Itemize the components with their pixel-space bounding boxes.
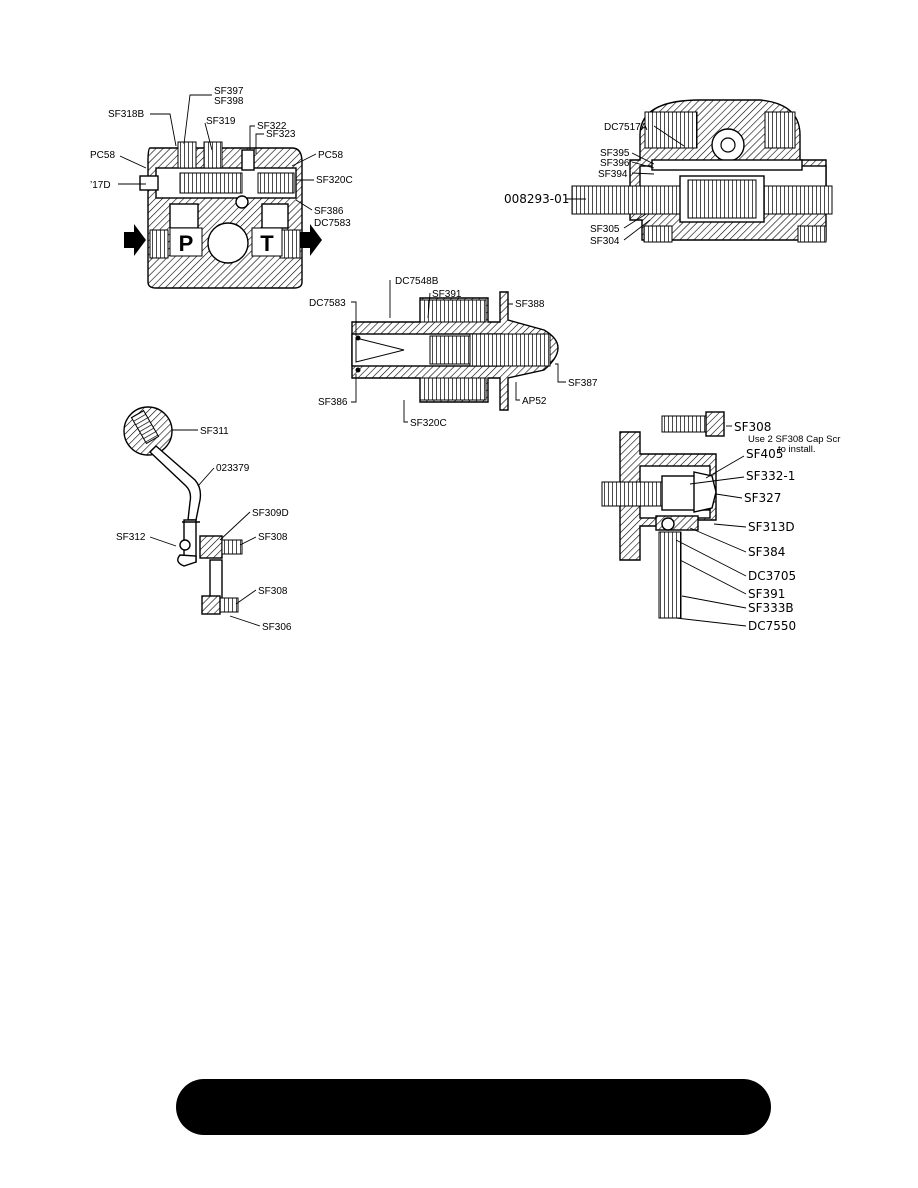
detent-drawing <box>601 411 725 619</box>
label-917d: ’17D <box>90 180 111 191</box>
label-pc58-right: PC58 <box>318 150 343 161</box>
label-sf311: SF311 <box>200 426 229 437</box>
label-sf308-handle-lower: SF308 <box>258 586 288 597</box>
label-dc3705: DC3705 <box>748 569 796 583</box>
label-sf322: SF322 <box>257 121 287 132</box>
label-sf391-detent: SF391 <box>748 587 785 601</box>
label-sf391-relief: SF391 <box>432 289 462 300</box>
label-ap52: AP52 <box>522 396 547 407</box>
relief-valve-drawing <box>351 291 559 411</box>
label-sf320c-relief: SF320C <box>410 418 447 429</box>
label-sf319: SF319 <box>206 116 236 127</box>
label-sf405: SF405 <box>746 447 783 461</box>
label-sf332-1: SF332-1 <box>746 469 795 483</box>
label-dc7550: DC7550 <box>748 619 796 633</box>
outlet-arrow-icon <box>300 224 322 256</box>
detent-install-note-2: to install. <box>778 444 816 455</box>
label-sf398: SF398 <box>214 96 244 107</box>
label-sf320c-body: SF320C <box>316 175 353 186</box>
label-sf323: SF323 <box>266 129 296 140</box>
label-sf318b: SF318B <box>108 109 144 120</box>
label-dc7548b: DC7548B <box>395 276 439 287</box>
label-sf312: SF312 <box>116 532 146 543</box>
label-sf304: SF304 <box>590 236 620 247</box>
detent-leaders <box>675 425 747 627</box>
label-sf308-handle-upper: SF308 <box>258 532 288 543</box>
label-sf394: SF394 <box>598 169 628 180</box>
detent-install-note: Use 2 SF308 Cap Scr <box>748 434 840 445</box>
handle-leaders <box>149 429 261 627</box>
footer-bar <box>176 1079 771 1135</box>
label-sf308-detent: SF308 <box>734 420 771 434</box>
label-sf306: SF306 <box>262 622 292 633</box>
label-sf313d: SF313D <box>748 520 795 534</box>
label-023379: 023379 <box>216 463 250 474</box>
handle-drawing <box>123 406 243 615</box>
label-sf397: SF397 <box>214 86 244 97</box>
tank-port-label: T <box>260 231 274 256</box>
label-sf309d: SF309D <box>252 508 289 519</box>
handle-labels: SF311 023379 SF309D SF312 SF308 SF308 SF… <box>116 426 292 633</box>
spool-section-drawing <box>571 99 833 243</box>
spool-section-labels: DC7517A SF395 SF396 SF394 008293-01 SF30… <box>504 122 648 247</box>
label-sf388: SF388 <box>515 299 545 310</box>
label-sf387: SF387 <box>568 378 598 389</box>
label-sf395: SF395 <box>600 148 630 159</box>
label-sf386-relief: SF386 <box>318 397 348 408</box>
valve-body-drawing: P T <box>124 141 322 289</box>
label-sf384: SF384 <box>748 545 785 559</box>
label-sf327: SF327 <box>744 491 781 505</box>
relief-valve-leaders <box>351 280 566 423</box>
relief-valve-labels: DC7548B SF391 SF388 DC7583 SF387 SF386 A… <box>309 276 598 429</box>
label-sf386-body: SF386 <box>314 206 344 217</box>
spool-section-leaders <box>566 125 685 241</box>
label-008293-01: 008293-01 <box>504 192 569 206</box>
label-dc7583-relief: DC7583 <box>309 298 346 309</box>
label-dc7517a: DC7517A <box>604 122 648 133</box>
valve-body-labels: SF397 SF398 SF318B SF319 SF322 SF323 PC5… <box>90 86 353 229</box>
label-sf305: SF305 <box>590 224 620 235</box>
detent-labels: SF308 Use 2 SF308 Cap Scr to install. SF… <box>734 420 840 633</box>
inlet-arrow-icon <box>124 224 146 256</box>
label-dc7583-body: DC7583 <box>314 218 351 229</box>
valve-body-leaders <box>118 94 317 211</box>
label-sf396: SF396 <box>600 158 630 169</box>
label-pc58-left: PC58 <box>90 150 115 161</box>
label-sf333b: SF333B <box>748 601 794 615</box>
pressure-port-label: P <box>179 231 194 256</box>
